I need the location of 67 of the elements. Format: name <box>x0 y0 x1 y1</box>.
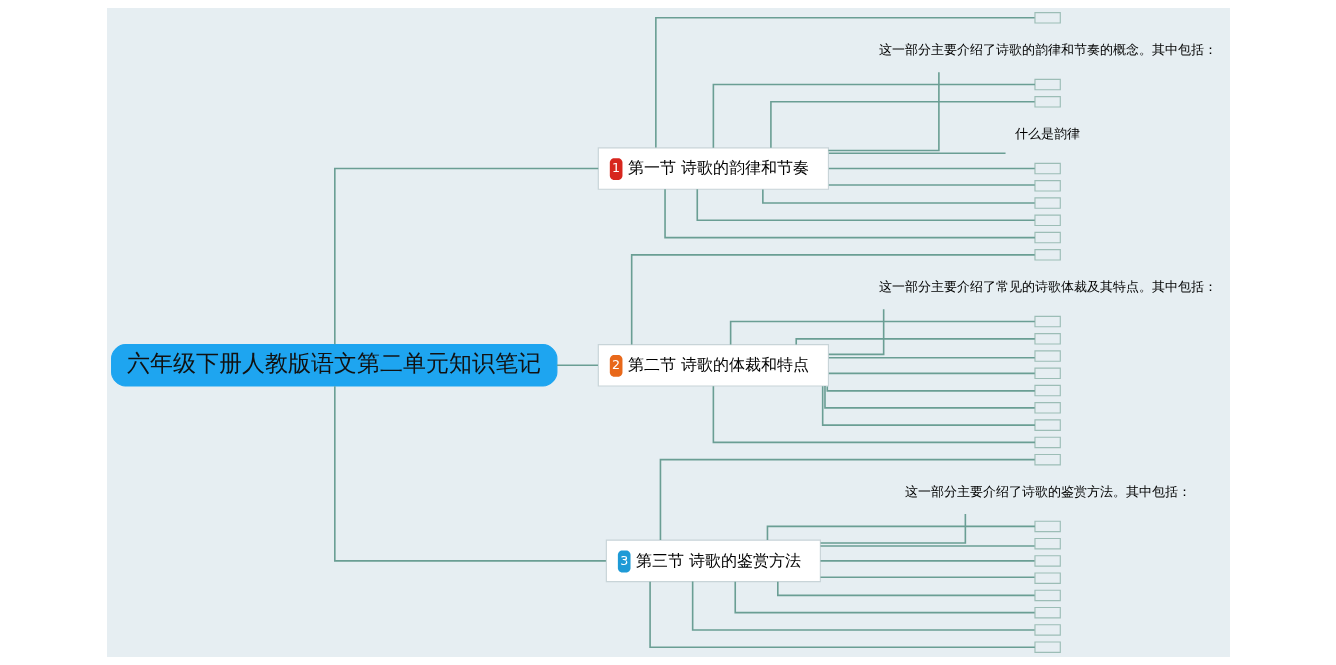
connector <box>691 580 1035 631</box>
connector <box>827 308 884 356</box>
node-box <box>1033 96 1061 108</box>
node-box <box>1033 315 1061 328</box>
node-box <box>1033 520 1061 533</box>
connector <box>695 188 1036 222</box>
connector <box>819 545 1035 547</box>
connector <box>761 188 1035 204</box>
node-box <box>1033 537 1061 550</box>
connector <box>555 364 599 367</box>
connector <box>823 385 1035 409</box>
connector <box>769 101 1035 149</box>
node-box <box>1033 419 1061 431</box>
connector <box>659 458 1036 541</box>
node-box <box>1033 214 1061 227</box>
node-box: 六年级下册人教版语文第二单元知识笔记 <box>110 344 557 387</box>
connector <box>648 581 1036 648</box>
node-box <box>1033 436 1061 449</box>
node-box <box>1033 641 1061 653</box>
node-box <box>1033 162 1061 175</box>
node-box <box>1033 402 1061 414</box>
node-box <box>1033 384 1061 397</box>
node-box <box>1033 333 1061 345</box>
node-box <box>1033 572 1061 584</box>
node-box <box>1033 589 1061 602</box>
node-box <box>1033 624 1061 636</box>
connector <box>733 580 1035 614</box>
node-box <box>1033 180 1061 192</box>
connector <box>794 338 1036 346</box>
connector <box>827 184 1036 186</box>
connector <box>827 71 940 152</box>
connector <box>821 385 1036 426</box>
node-box <box>1033 555 1061 567</box>
node-box <box>1033 606 1061 619</box>
node-box <box>1033 367 1061 380</box>
node-box <box>1033 197 1061 209</box>
connector <box>654 17 1035 149</box>
node-text: 这一部分主要介绍了常见的诗歌体裁及其特点。其中包括： <box>878 279 1217 295</box>
node-box <box>1033 78 1061 91</box>
node-box <box>1033 249 1061 261</box>
node-text: 什么是韵律 <box>1014 126 1080 142</box>
connector <box>766 525 1036 541</box>
node-box <box>1033 453 1061 466</box>
connector <box>712 385 1036 444</box>
connector <box>333 385 607 562</box>
connector <box>819 513 966 544</box>
node-box: 2 第二节 诗歌的体裁和特点 <box>597 344 829 387</box>
node-text: 这一部分主要介绍了诗歌的韵律和节奏的概念。其中包括： <box>878 42 1217 58</box>
connector <box>712 83 1036 149</box>
connector <box>630 254 1036 346</box>
node-box <box>1033 231 1061 244</box>
connector <box>333 167 599 346</box>
node-box: 1 第一节 诗歌的韵律和节奏 <box>597 147 829 190</box>
connector <box>825 385 1036 392</box>
connector <box>827 357 1036 359</box>
connector <box>819 560 1035 562</box>
node-box <box>1033 12 1061 24</box>
connector <box>827 372 1036 375</box>
node-text: 这一部分主要介绍了诗歌的鉴赏方法。其中包括： <box>904 484 1191 500</box>
connector <box>729 320 1036 346</box>
connector <box>827 152 1006 154</box>
node-box: 3 第三节 诗歌的鉴赏方法 <box>605 539 821 583</box>
connector <box>819 576 1035 579</box>
connector <box>827 167 1036 170</box>
node-box <box>1033 350 1061 362</box>
connector <box>663 188 1036 239</box>
connector <box>776 580 1035 597</box>
